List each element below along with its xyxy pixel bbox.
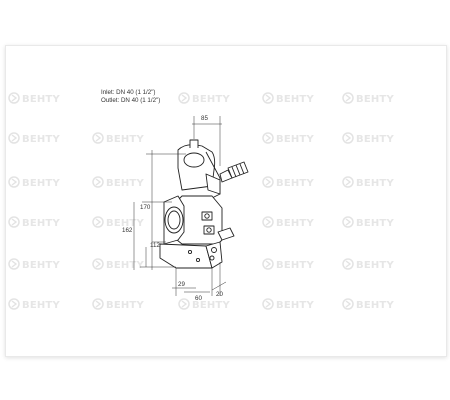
inlet-spec: Inlet: DN 40 (1 1/2") <box>101 89 155 96</box>
watermark-text: BEHTY <box>356 300 394 311</box>
watermark-text: BEHTY <box>356 260 394 271</box>
watermark-item: BEHTY <box>92 258 144 271</box>
watermark-item: BEHTY <box>8 216 60 229</box>
watermark-text: BEHTY <box>106 300 144 311</box>
watermark-text: BEHTY <box>356 134 394 145</box>
watermark-item: BEHTY <box>262 216 314 229</box>
outlet-spec: Outlet: DN 40 (1 1/2") <box>101 97 160 104</box>
watermark-text: BEHTY <box>276 134 314 145</box>
watermark-text: BEHTY <box>22 260 60 271</box>
watermark-text: BEHTY <box>276 94 314 105</box>
coil-top <box>183 152 205 168</box>
coil-pin <box>189 139 199 148</box>
pressure-ports <box>201 211 235 261</box>
cable-connector <box>219 161 249 183</box>
watermark-item: BEHTY <box>262 176 314 189</box>
watermark-text: BEHTY <box>276 260 314 271</box>
watermark-item: BEHTY <box>178 92 230 105</box>
watermark-item: BEHTY <box>8 176 60 189</box>
watermark-text: BEHTY <box>192 300 230 311</box>
watermark-text: BEHTY <box>106 218 144 229</box>
dim-85: 85 <box>201 115 208 122</box>
valve-assembly <box>159 139 249 269</box>
watermark-item: BEHTY <box>342 298 394 311</box>
watermark-text: BEHTY <box>192 94 230 105</box>
watermark-text: BEHTY <box>356 94 394 105</box>
dim-29: 29 <box>178 281 185 288</box>
watermark-item: BEHTY <box>92 216 144 229</box>
watermark-item: BEHTY <box>262 92 314 105</box>
dim-162: 162 <box>122 227 133 234</box>
dim-line-20 <box>211 281 227 291</box>
drawing-sheet: BEHTY BEHTY BEHTY BEHTY BEHTY BEHTY BEHT… <box>5 45 447 357</box>
watermark-item: BEHTY <box>342 176 394 189</box>
watermark-item: BEHTY <box>8 258 60 271</box>
technical-drawing: BEHTY BEHTY BEHTY BEHTY BEHTY BEHTY BEHT… <box>8 89 394 311</box>
spec-labels: Inlet: DN 40 (1 1/2") Outlet: DN 40 (1 1… <box>101 89 160 104</box>
watermark-text: BEHTY <box>22 218 60 229</box>
watermark-text: BEHTY <box>22 300 60 311</box>
watermark-text: BEHTY <box>356 178 394 189</box>
watermark-text: BEHTY <box>22 178 60 189</box>
watermark-item: BEHTY <box>262 298 314 311</box>
watermark-text: BEHTY <box>22 134 60 145</box>
mounting-bolts <box>187 249 201 263</box>
dim-170: 170 <box>140 204 151 211</box>
watermark-item: BEHTY <box>342 258 394 271</box>
dim-112: 112 <box>150 242 160 249</box>
watermark-text: BEHTY <box>356 218 394 229</box>
regulator-front <box>205 241 223 269</box>
watermark-text: BEHTY <box>276 218 314 229</box>
watermark-item: BEHTY <box>92 176 144 189</box>
watermark-item: BEHTY <box>262 258 314 271</box>
watermark-layer: BEHTY BEHTY BEHTY BEHTY BEHTY BEHTY BEHT… <box>8 92 394 311</box>
watermark-text: BEHTY <box>106 178 144 189</box>
watermark-item: BEHTY <box>92 298 144 311</box>
watermark-text: BEHTY <box>276 178 314 189</box>
watermark-item: BEHTY <box>92 132 144 145</box>
inlet-flange <box>163 195 185 245</box>
dimension-lines <box>133 116 227 296</box>
regulator-block <box>159 243 213 269</box>
watermark-item: BEHTY <box>342 216 394 229</box>
watermark-item: BEHTY <box>342 132 394 145</box>
watermark-text: BEHTY <box>22 94 60 105</box>
coil-terminal-box <box>205 173 221 195</box>
dim-20: 20 <box>216 291 223 298</box>
dimension-labels: 85 170 162 112 29 60 20 <box>122 115 223 302</box>
watermark-text: BEHTY <box>106 134 144 145</box>
watermark-item: BEHTY <box>178 298 230 311</box>
watermark-text: BEHTY <box>106 260 144 271</box>
dim-60: 60 <box>195 295 202 302</box>
watermark-item: BEHTY <box>342 92 394 105</box>
watermark-text: BEHTY <box>276 300 314 311</box>
watermark-item: BEHTY <box>8 298 60 311</box>
watermark-item: BEHTY <box>8 132 60 145</box>
watermark-item: BEHTY <box>8 92 60 105</box>
watermark-item: BEHTY <box>262 132 314 145</box>
